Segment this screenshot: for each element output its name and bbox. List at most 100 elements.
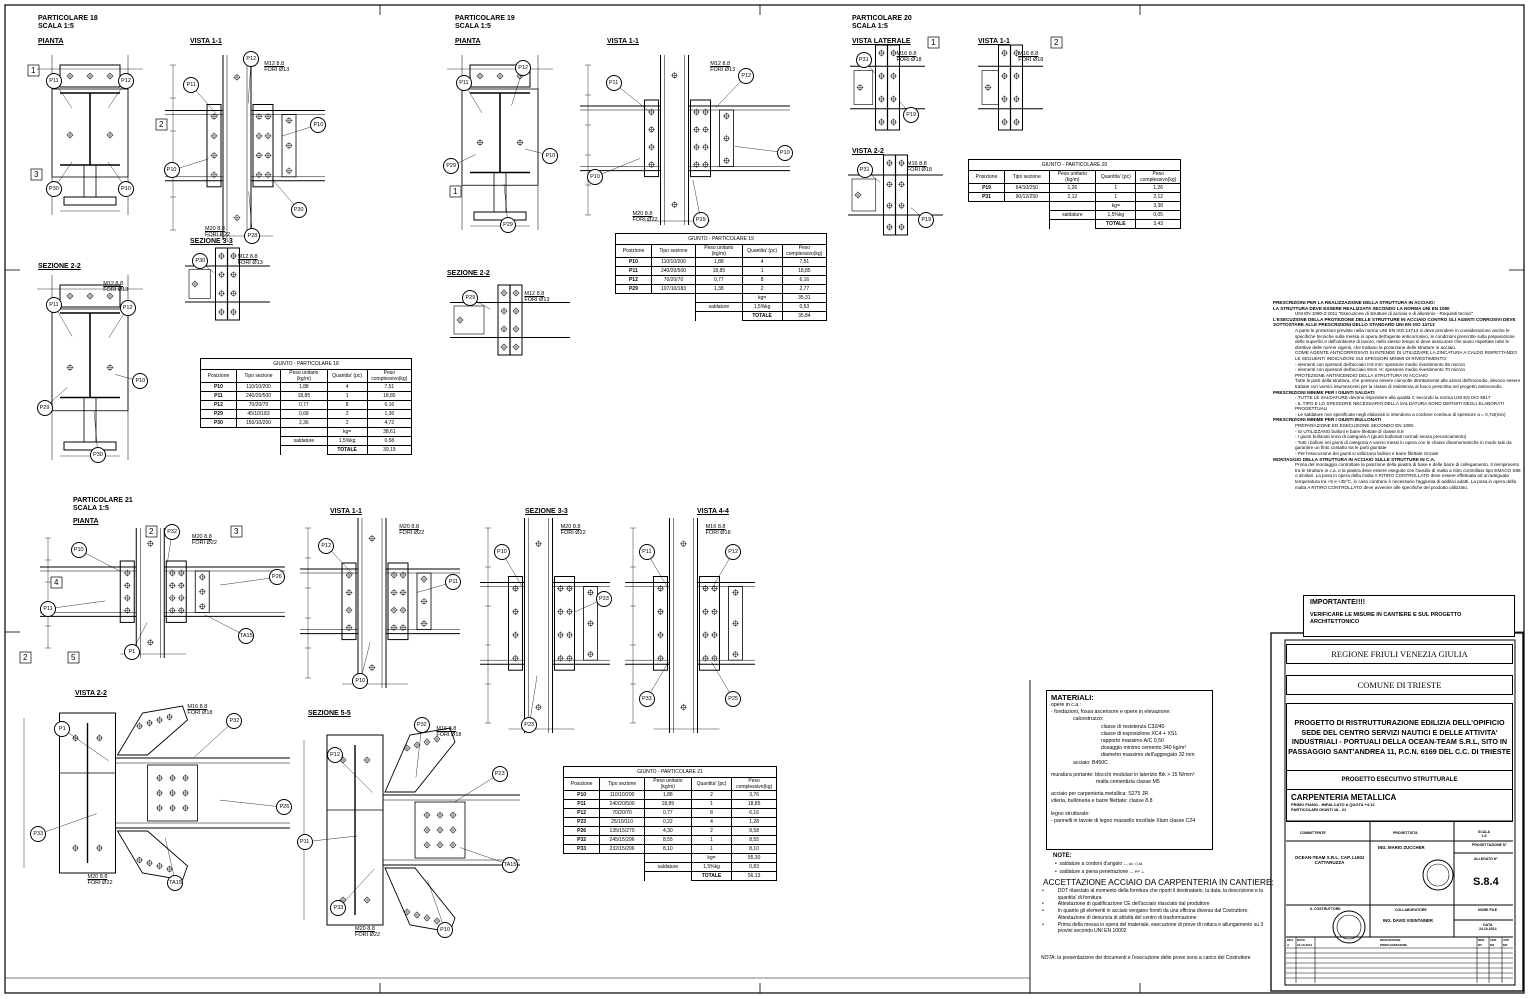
table-cell: 70/20/70 bbox=[235, 400, 282, 410]
view-label: VISTA 4-4 bbox=[697, 508, 729, 515]
table-cell: 2,12 bbox=[1048, 192, 1097, 202]
table-header: Quantita' (pc) bbox=[690, 777, 733, 791]
plate bbox=[387, 562, 409, 641]
view-label: VISTA 1-1 bbox=[978, 38, 1010, 45]
table-cell: 8 bbox=[741, 275, 783, 285]
view-label: VISTA LATERALE bbox=[852, 38, 911, 45]
table-header: Peso complessivo(kg) bbox=[366, 369, 413, 383]
callout-p10: P10 bbox=[118, 180, 135, 197]
totale-label: TOTALE bbox=[1095, 219, 1137, 229]
section-mark-box bbox=[1050, 36, 1063, 49]
section-mark-box bbox=[145, 525, 158, 538]
leader-line bbox=[734, 146, 785, 153]
rev-cell: PRIMA EMISSIONE bbox=[1380, 943, 1408, 947]
callout-p30: P30 bbox=[192, 253, 209, 270]
prescrizioni-notes: PRESCRIZIONI PER LA REALIZZAZIONE DELLA … bbox=[1273, 300, 1523, 490]
view-label: SEZIONE 2-2 bbox=[447, 270, 490, 277]
inclined-plate bbox=[384, 727, 456, 793]
table-cell: 8 bbox=[326, 400, 368, 410]
section-mark: 2 bbox=[159, 120, 164, 129]
materiale-line: - fondazioni, fossa ascensore e opere in… bbox=[1051, 709, 1171, 716]
prescrizione-line: Prima del montaggio controllare la posiz… bbox=[1295, 462, 1521, 490]
table-title: GIUNTO - PARTICOLARE 18 bbox=[200, 358, 412, 370]
leader-line bbox=[529, 675, 538, 726]
callout-p1: P1 bbox=[54, 720, 71, 737]
table-cell: P23 bbox=[562, 817, 601, 827]
table-cell: 0,68 bbox=[280, 409, 328, 419]
bolt-spec-line: M16 8.8 bbox=[906, 161, 927, 167]
table-header: Peso complessivo(kg) bbox=[1135, 170, 1181, 184]
table-header: Tipo sezione bbox=[1004, 170, 1050, 184]
sheet-subtitle-1: PRIMO PIANO - IMPALCATO A QUOTA +4.12 bbox=[1291, 802, 1375, 807]
saldature-pct: 1,5%kg bbox=[741, 302, 783, 312]
plate bbox=[119, 560, 135, 623]
table-cell: 4 bbox=[690, 817, 733, 827]
view-label: PIANTA bbox=[38, 38, 64, 45]
table-cell: 18,85 bbox=[781, 266, 828, 276]
table-cell: 3,76 bbox=[731, 790, 777, 800]
plate bbox=[469, 64, 531, 88]
table-cell: 110/10/200 bbox=[599, 790, 645, 800]
bolt-spec-line: M16 8.8 bbox=[705, 524, 726, 530]
plate bbox=[194, 570, 210, 613]
stamp-icon bbox=[1426, 863, 1450, 887]
stamp-icon bbox=[1336, 914, 1362, 940]
callout-p33: P33 bbox=[638, 690, 655, 707]
accettazione-item: •Attestazione di qualificazione CE dell'… bbox=[1042, 901, 1210, 908]
section-mark: 3 bbox=[34, 170, 39, 179]
totale-value: 35,84 bbox=[781, 311, 828, 321]
materiale-line: malta cementizia classe M5 bbox=[1096, 779, 1160, 786]
table-header: Peso complessivo(kg) bbox=[781, 244, 828, 258]
materiale-line: acciaio per carpenteria metallica: S275 … bbox=[1051, 791, 1149, 798]
table-cell: 4,30 bbox=[643, 826, 692, 836]
prescrizione-line: L'ESECUZIONE DELLA PROTEZIONE DELLE STRU… bbox=[1273, 316, 1516, 328]
view-label: PIANTA bbox=[455, 38, 481, 45]
callout-p33: P33 bbox=[595, 590, 612, 607]
allegato-label: ALLEGATO N° bbox=[1474, 857, 1498, 861]
saldature-label: saldature bbox=[695, 302, 743, 312]
note-title: NOTE: bbox=[1053, 853, 1072, 859]
prescrizione-line: PROTEZIONE ANTINCENDIO DELLA STRUTTURA I… bbox=[1295, 372, 1428, 378]
view-label: SEZIONE 2-2 bbox=[38, 263, 81, 270]
totale-value: 56,13 bbox=[731, 871, 777, 881]
plate bbox=[341, 562, 357, 641]
table-cell: 4 bbox=[326, 382, 368, 392]
inclined-plate bbox=[384, 867, 456, 933]
callout-p10: P10 bbox=[587, 168, 603, 185]
leader-line bbox=[62, 728, 109, 761]
table-cell: 90/12/250 bbox=[1004, 192, 1050, 202]
callout-p12: P12 bbox=[119, 299, 136, 316]
bolt-spec-line: M20 8.8 bbox=[87, 874, 108, 880]
saldature-value: 0,58 bbox=[366, 436, 413, 446]
accettazione-title: ACCETTAZIONE ACCIAIO DA CARPENTERIA IN C… bbox=[1043, 877, 1274, 887]
rev-header: DESCRIZIONE bbox=[1380, 938, 1401, 942]
table-cell: 1 bbox=[690, 799, 733, 809]
bolt-spec-line: M12 8.8 bbox=[264, 61, 285, 67]
detail-scale: SCALA 1:5 bbox=[38, 23, 74, 30]
kg-label: kg= bbox=[690, 853, 733, 863]
materiali-box: MATERIALI: opere in c.a.:- fondazioni, f… bbox=[1046, 690, 1213, 850]
callout-p29: P29 bbox=[462, 290, 479, 307]
materiale-line: dosaggio minimo cemento 340 kg/m³ bbox=[1101, 745, 1187, 752]
table-cell: 2 bbox=[741, 284, 783, 294]
table-title: GIUNTO - PARTICOLARE 21 bbox=[563, 766, 777, 778]
sheet-title-cell: CARPENTERIA METALLICA PRIMO PIANO - IMPA… bbox=[1286, 789, 1513, 822]
table-cell: 110/10/200 bbox=[650, 257, 697, 267]
section-mark-box bbox=[50, 576, 63, 589]
totale-label: TOTALE bbox=[326, 445, 368, 455]
detail-title: PARTICOLARE 18 bbox=[38, 15, 98, 22]
callout-p1: P1 bbox=[123, 643, 140, 660]
table-cell: 0,77 bbox=[643, 808, 692, 818]
table-cell: P10 bbox=[615, 257, 652, 267]
section-mark-box bbox=[67, 651, 80, 664]
